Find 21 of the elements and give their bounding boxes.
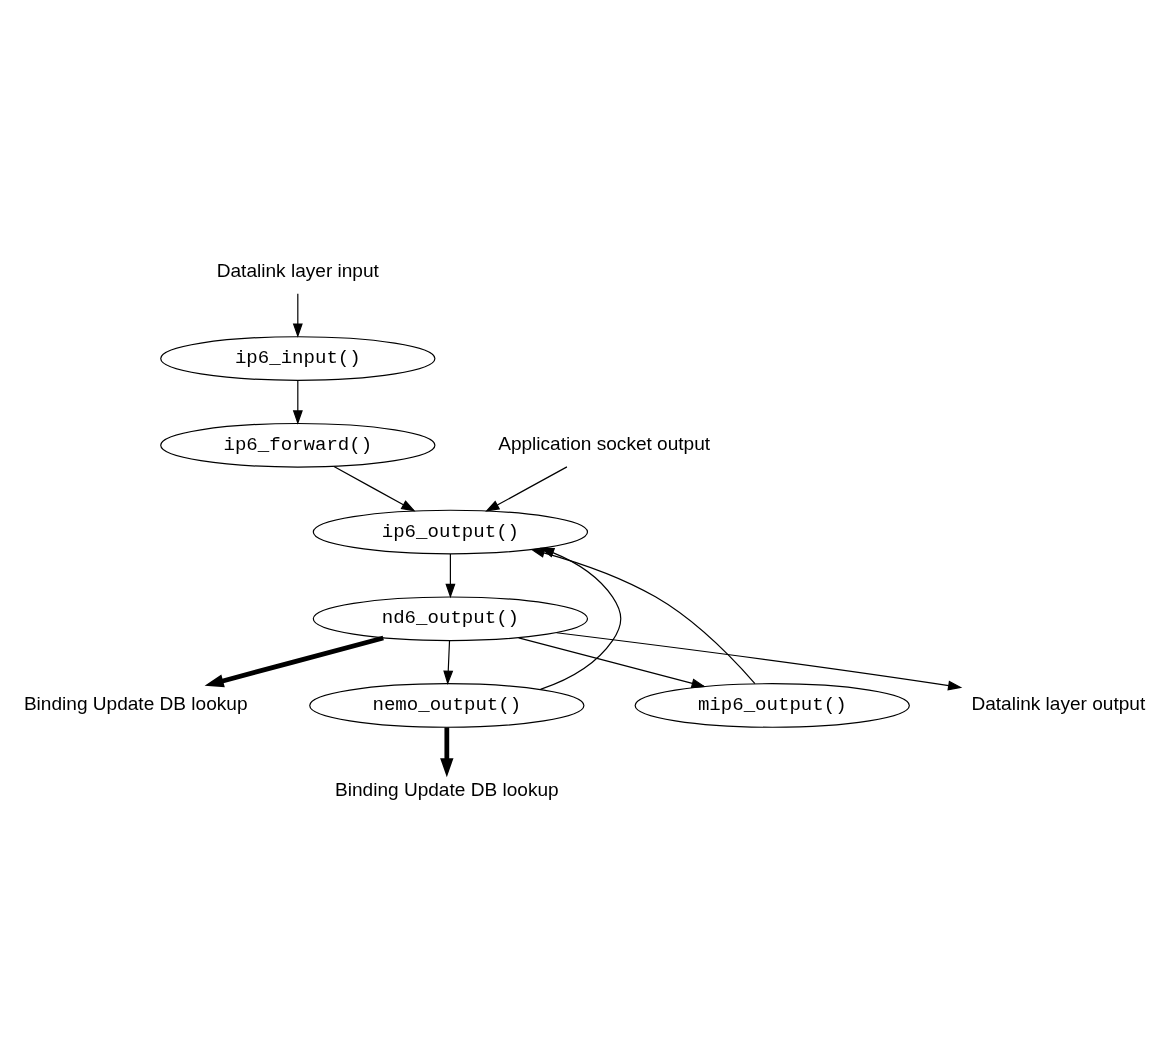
arrow — [292, 379, 303, 425]
arrow — [292, 293, 303, 338]
node-text: Binding Update DB lookup — [335, 779, 559, 801]
arrow — [204, 635, 384, 688]
arrow — [518, 637, 706, 689]
arrow — [333, 465, 416, 512]
node-text: Binding Update DB lookup — [23, 693, 248, 715]
arrow — [555, 632, 963, 691]
node-ellipse: ip6_input() — [160, 336, 436, 381]
arrow — [485, 466, 568, 512]
node-ellipse: nd6_output() — [312, 596, 589, 642]
node-ellipse: ip6_output() — [312, 509, 589, 555]
arrow — [440, 727, 454, 778]
arrow — [445, 553, 456, 599]
node-text: Datalink layer input — [216, 259, 379, 281]
node-ellipse: mip6_output() — [634, 683, 910, 728]
arrow — [443, 640, 454, 685]
node-text: Datalink layer output — [971, 693, 1146, 715]
node-ellipse: nemo_output() — [309, 683, 585, 728]
node-ellipse: ip6_forward() — [160, 422, 436, 468]
node-text: Application socket output — [498, 432, 711, 454]
